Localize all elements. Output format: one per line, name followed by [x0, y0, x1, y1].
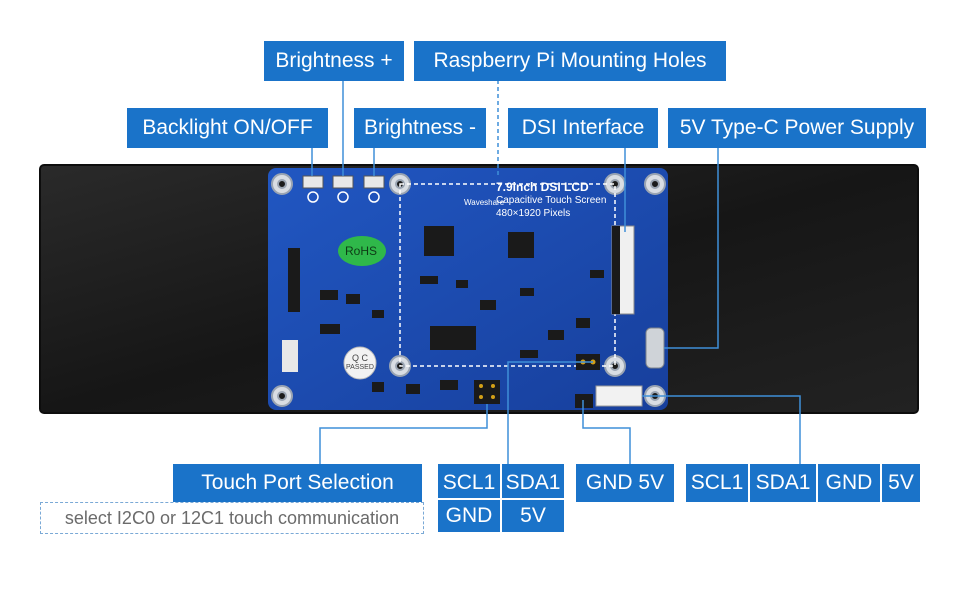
touch-port-header	[474, 380, 500, 404]
board-title: 7.9inch DSI LCD	[496, 180, 589, 194]
label-touch-port: Touch Port Selection	[173, 464, 422, 502]
rohs-badge-text: RoHS	[345, 244, 378, 258]
brand-logo-text: Waveshare	[464, 198, 505, 207]
pin-cell: GND	[818, 464, 880, 502]
type-c-port	[645, 327, 665, 369]
qc-sticker-sub: PASSED	[346, 364, 374, 371]
touch-note: select I2C0 or 12C1 touch communication	[40, 502, 424, 534]
label-dsi-interface: DSI Interface	[508, 108, 658, 148]
pin-cell: SDA1	[750, 464, 816, 502]
rohs-badge-shape	[338, 236, 386, 266]
leader-lines	[311, 80, 801, 465]
pin-cell: SCL1	[438, 464, 500, 502]
pin-cell: SDA1	[502, 464, 564, 502]
pin-cell: GND 5V	[576, 464, 674, 502]
board-resolution: 480×1920 Pixels	[496, 208, 571, 219]
pin-cell: 5V	[502, 498, 564, 532]
label-power-supply: 5V Type-C Power Supply	[668, 108, 926, 148]
label-mounting-holes: Raspberry Pi Mounting Holes	[414, 41, 726, 81]
qc-sticker-text: Q C	[352, 353, 369, 363]
pin-cell: GND	[438, 498, 500, 532]
pin-cell: SCL1	[686, 464, 748, 502]
qc-sticker-shape	[343, 346, 377, 380]
label-brightness-minus: Brightness -	[354, 108, 486, 148]
label-brightness-plus: Brightness +	[264, 41, 404, 81]
label-backlight: Backlight ON/OFF	[127, 108, 328, 148]
board-subtitle: Capacitive Touch Screen	[496, 195, 607, 206]
board-buttons	[302, 175, 385, 203]
pin-cell: 5V	[882, 464, 920, 502]
